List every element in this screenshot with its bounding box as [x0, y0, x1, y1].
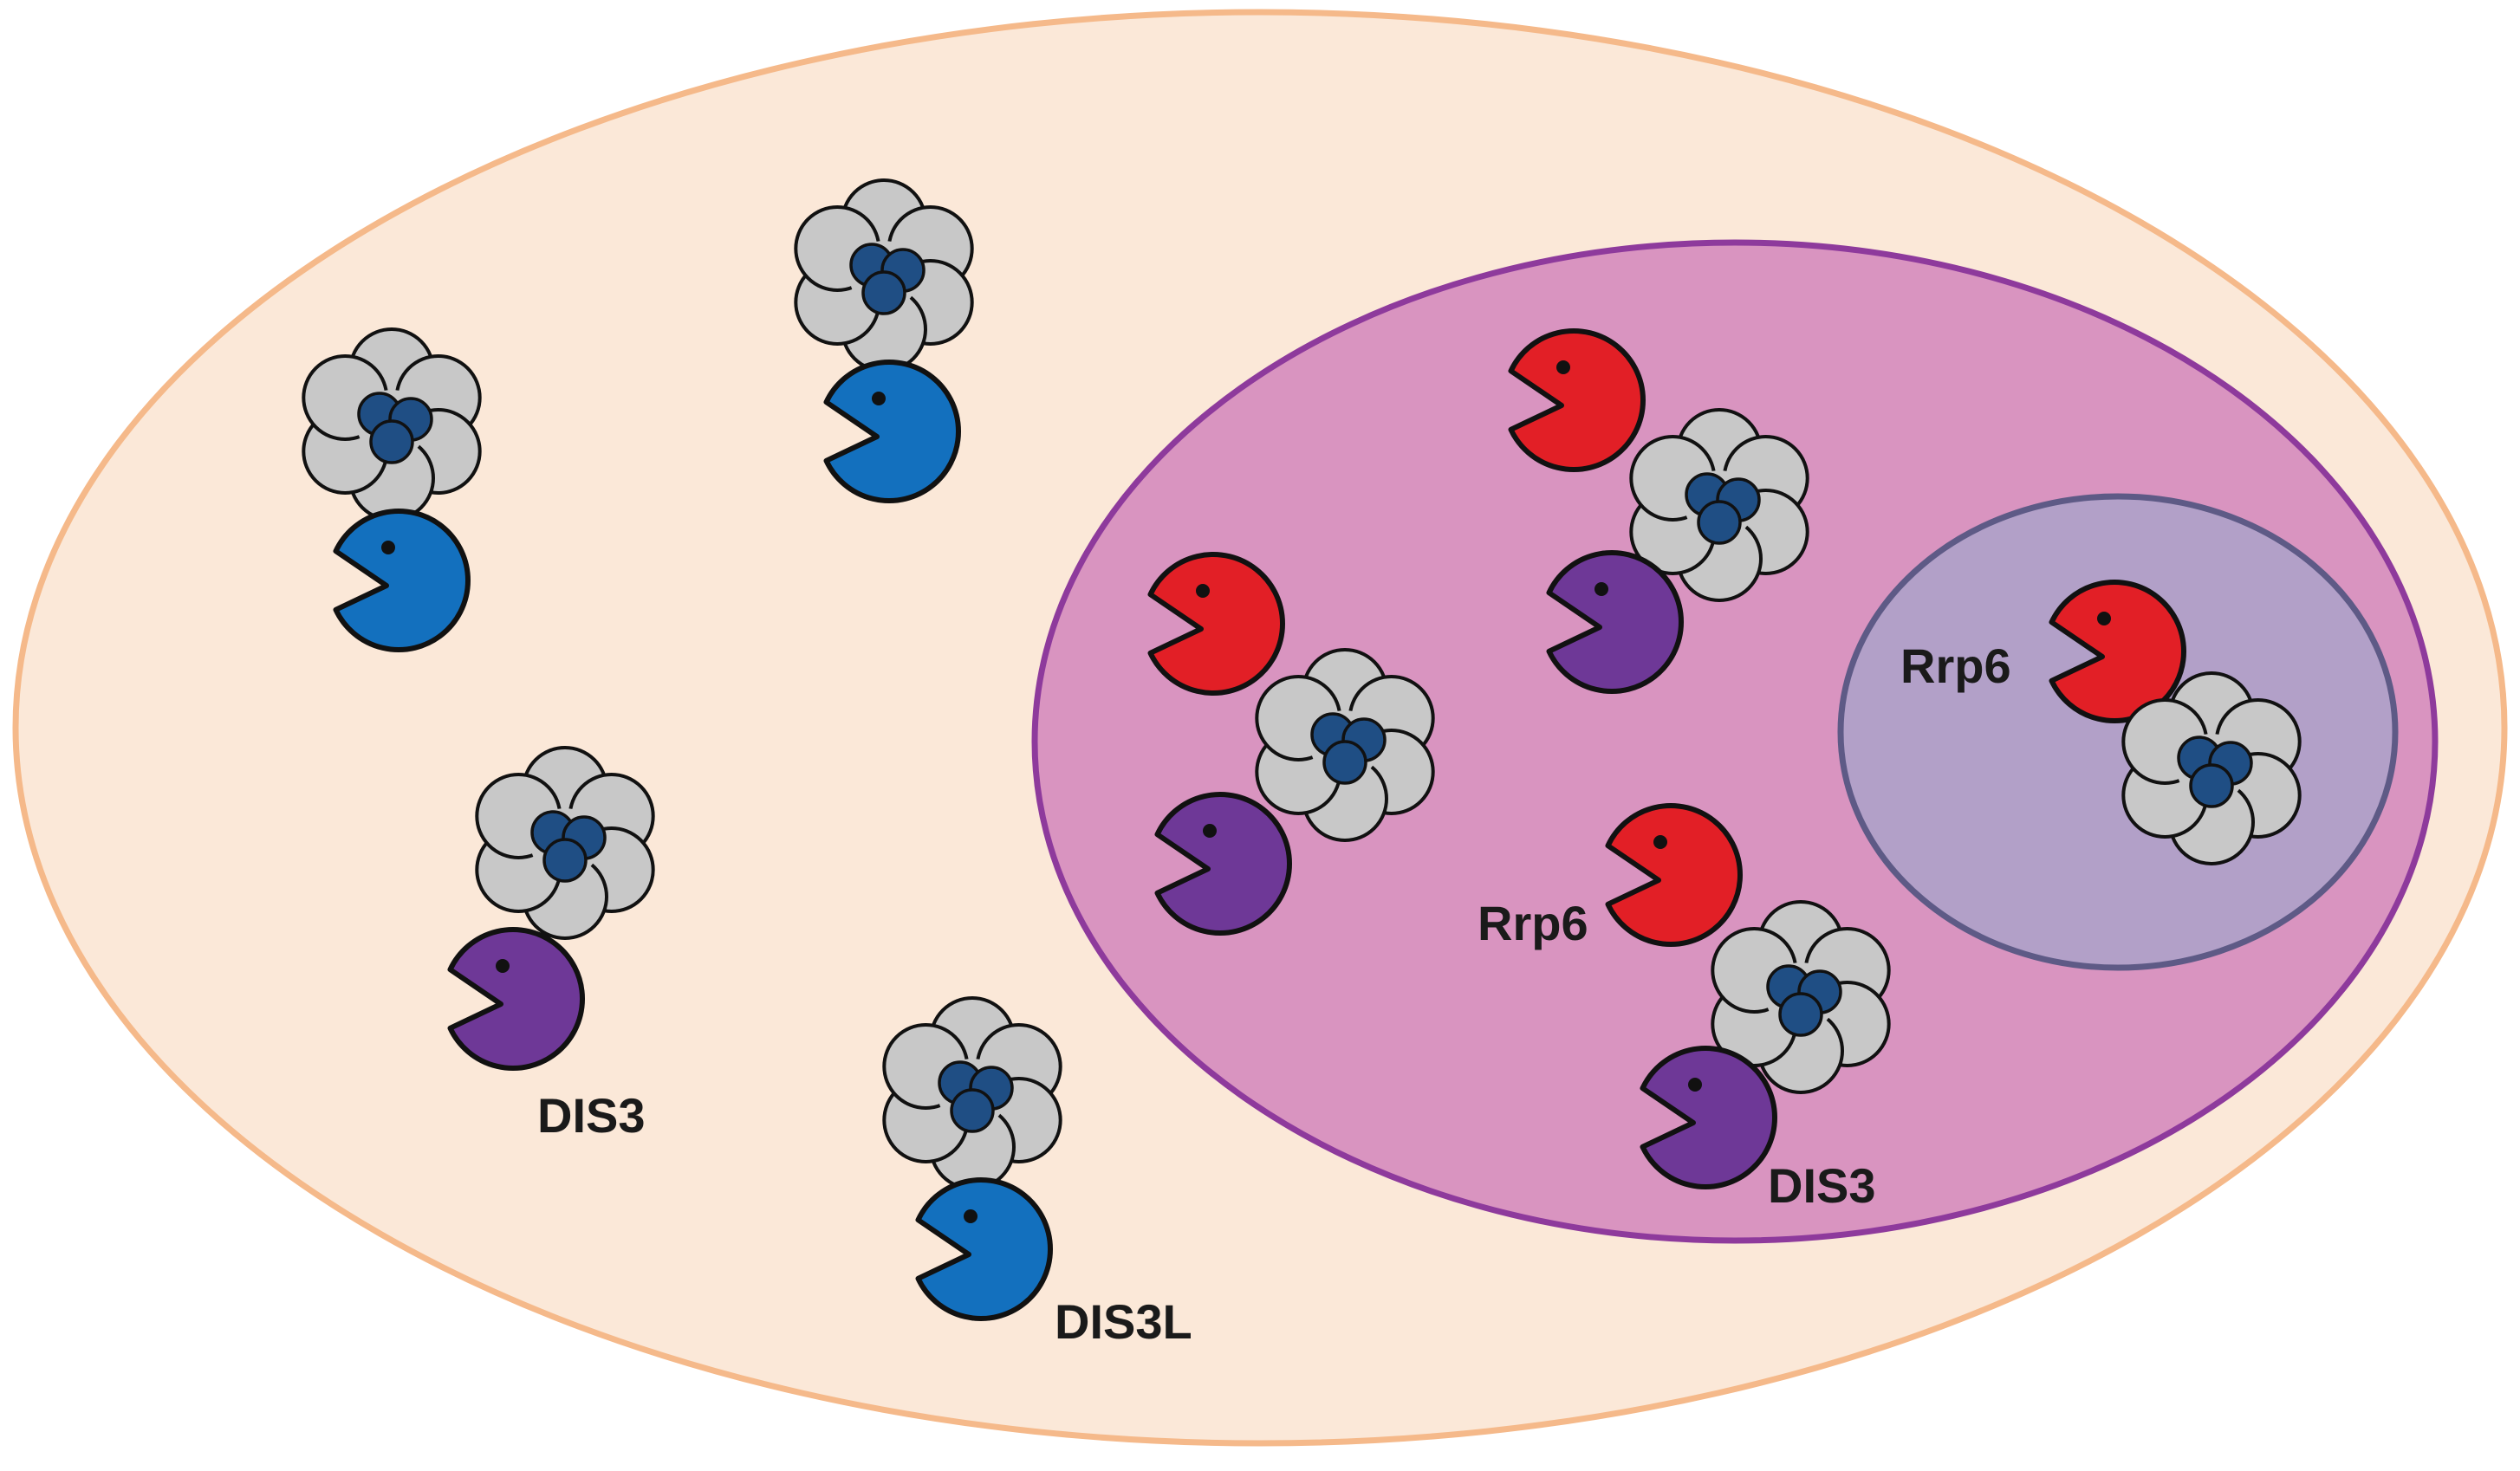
cap-subunit: [950, 1088, 995, 1133]
exosome-complex: [882, 996, 1062, 1321]
dis3-nuclease: [1154, 792, 1292, 936]
nucleus-compartment: [1031, 239, 2439, 1244]
exosome-complex: [447, 746, 655, 1071]
cap-subunit: [369, 419, 414, 464]
dis3-nuclease: [1546, 550, 1684, 694]
rrp6-nuclease-body: [2049, 580, 2186, 723]
exosome-core: [302, 327, 482, 522]
dis3-nuclease-body: [447, 927, 585, 1071]
eye-icon: [1203, 824, 1217, 838]
dis3-nuclease: [1640, 1046, 1777, 1189]
dis3l-nuclease-body: [333, 509, 471, 652]
exosome-complexes: [302, 178, 2302, 1321]
dis3-label-cytoplasm: DIS3: [537, 1088, 646, 1143]
exosome-complex: [1605, 803, 1891, 1189]
rrp6-nuclease-body: [1147, 552, 1285, 696]
eye-icon: [872, 392, 886, 405]
dis3l-nuclease-body: [823, 360, 961, 503]
dis3l-nuclease-body: [915, 1177, 1053, 1321]
cap-subunit: [1697, 500, 1742, 545]
cap-subunit: [1322, 740, 1367, 785]
exosome-complex: [302, 327, 482, 652]
exosome-core: [794, 178, 974, 373]
cap-subunit: [1778, 992, 1823, 1037]
exosome-complex: [1147, 552, 1435, 936]
exosome-complex: [794, 178, 974, 503]
cap-subunit: [542, 838, 588, 883]
rrp6-nuclease: [2049, 580, 2186, 723]
dis3-label-nucleus: DIS3: [1768, 1158, 1876, 1213]
rrp6-nuclease-body: [1605, 803, 1743, 947]
rrp6-label-nucleolus: Rrp6: [1900, 638, 2011, 693]
cap-subunit: [861, 270, 906, 315]
dis3l-nuclease: [333, 509, 471, 652]
rrp6-label-nucleus: Rrp6: [1478, 896, 1588, 950]
dis3l-nuclease: [823, 360, 961, 503]
eye-icon: [1688, 1078, 1702, 1092]
exosome-complex: [1508, 328, 1809, 694]
dis3-nuclease-body: [1154, 792, 1292, 936]
eye-icon: [1653, 835, 1667, 849]
exosome-core: [1255, 648, 1435, 842]
eye-icon: [964, 1209, 977, 1223]
eye-icon: [1594, 582, 1608, 596]
exosome-core: [475, 746, 655, 940]
nucleolus-compartment: [1837, 493, 2399, 971]
exosome-core: [1711, 900, 1891, 1094]
exosome-core: [2121, 671, 2302, 865]
dis3-nuclease: [447, 927, 585, 1071]
rrp6-nuclease: [1508, 328, 1646, 472]
rrp6-nuclease: [1605, 803, 1743, 947]
dis3l-label-cytoplasm: DIS3L: [1055, 1294, 1192, 1349]
dis3-nuclease-body: [1546, 550, 1684, 694]
dis3-nuclease-body: [1640, 1046, 1777, 1189]
rrp6-nuclease: [1147, 552, 1285, 696]
cap-subunit: [2189, 763, 2234, 808]
rrp6-nuclease-body: [1508, 328, 1646, 472]
eye-icon: [1196, 584, 1210, 598]
dis3l-nuclease: [915, 1177, 1053, 1321]
eye-icon: [381, 541, 395, 554]
exosome-complex: [2049, 580, 2302, 865]
eye-icon: [496, 959, 510, 973]
eye-icon: [2097, 612, 2111, 625]
eye-icon: [1556, 360, 1570, 374]
exosome-core: [882, 996, 1062, 1190]
exosome-core: [1629, 408, 1809, 602]
